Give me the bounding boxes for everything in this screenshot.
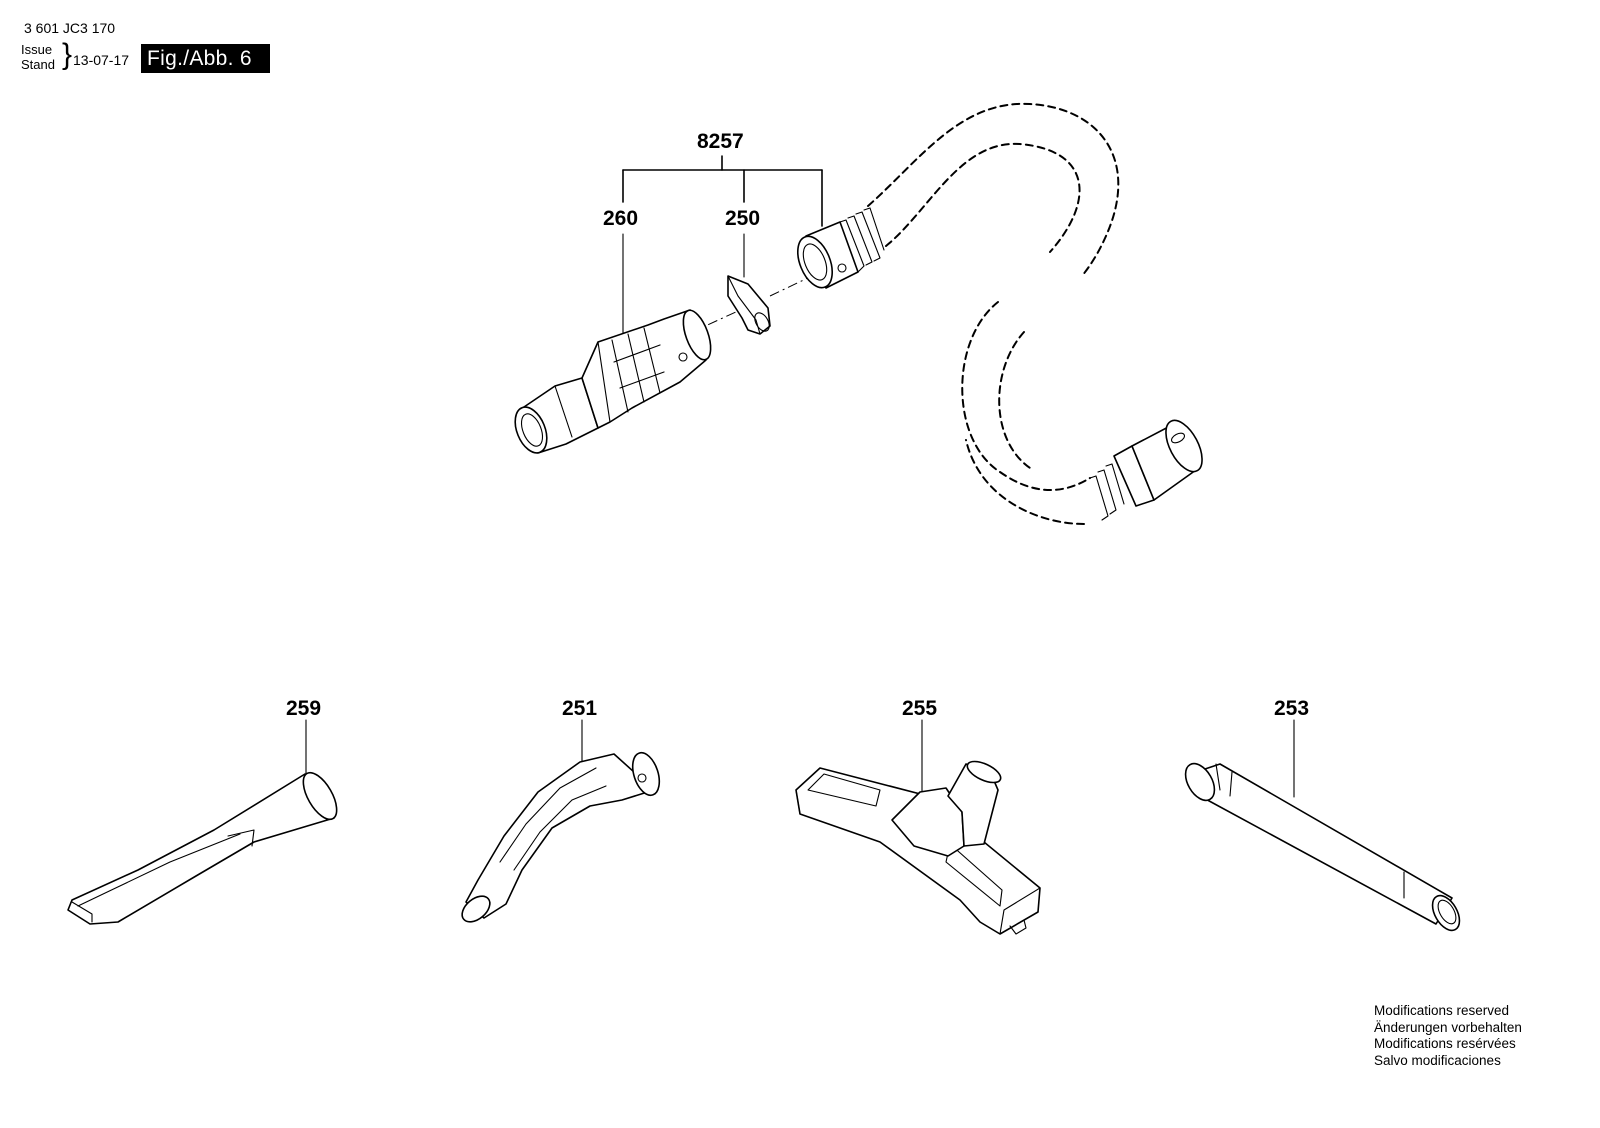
extension-tube-253-drawing [1184,762,1461,932]
part-label-assembly: 8257 [697,130,744,153]
bent-handle-251-drawing [461,751,661,923]
part-label-bent-handle: 251 [562,697,598,720]
stand-label: Stand [21,57,55,72]
axis-line-2 [769,275,813,297]
assembly-bracket [622,155,823,227]
issue-date: 13-07-17 [73,52,130,68]
hose-coupling-top [797,207,885,289]
crevice-nozzle-259-drawing [67,771,338,925]
note-english: Modifications reserved [1374,1003,1510,1018]
hose-coupling-bottom [1089,419,1203,521]
hose-outline [867,102,1120,525]
note-spanish: Salvo modificaciones [1374,1052,1501,1068]
brace-glyph: } [62,38,73,71]
part-label-crevice-nozzle: 259 [286,697,322,720]
note-french: Modifications resérvées [1374,1036,1516,1051]
floor-nozzle-255-drawing [795,760,1041,935]
adapter-260-drawing [514,309,712,454]
part-label-clip: 250 [725,207,761,230]
issue-labels: Issue Stand [21,42,55,72]
issue-label: Issue [21,42,53,57]
part-label-extension-tube: 253 [1274,697,1310,720]
figure-badge: Fig./Abb. 6 [141,44,270,73]
document-number: 3 601 JC3 170 [24,20,116,36]
note-german: Änderungen vorbehalten [1374,1019,1522,1035]
clip-250-drawing [727,275,771,335]
part-label-floor-nozzle: 255 [902,697,938,720]
modifications-notes: Modifications reserved Änderungen vorbeh… [1374,1003,1522,1069]
part-label-adapter: 260 [603,207,639,230]
